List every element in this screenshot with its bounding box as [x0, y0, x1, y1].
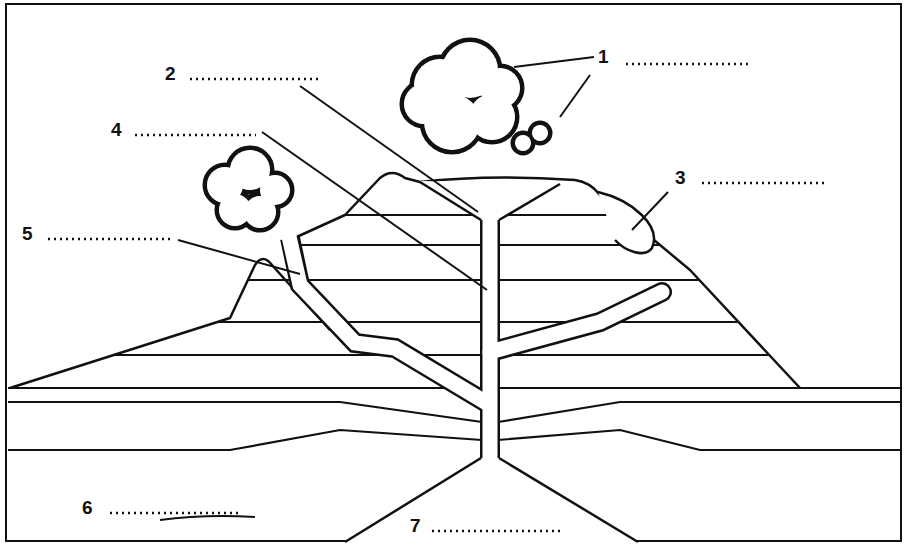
callout-number: 4: [111, 120, 122, 139]
callout-number: 6: [82, 498, 93, 517]
callout-number: 3: [675, 168, 686, 187]
callout-number: 5: [22, 224, 33, 243]
callout-number: 1: [598, 47, 609, 66]
callout-number: 2: [165, 64, 176, 83]
callout-number: 7: [410, 516, 421, 535]
